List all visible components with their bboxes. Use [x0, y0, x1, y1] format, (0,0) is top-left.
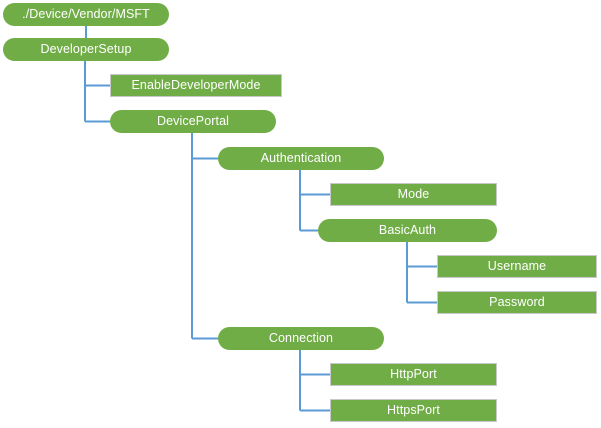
tree-node-label: Authentication — [260, 151, 342, 166]
tree-node-label: ./Device/Vendor/MSFT — [22, 7, 150, 22]
tree-node-authentication[interactable]: Authentication — [218, 147, 384, 170]
tree-node-label: HttpsPort — [387, 403, 440, 418]
tree-node-label: DeveloperSetup — [40, 42, 132, 57]
tree-node-deviceportal[interactable]: DevicePortal — [110, 110, 276, 133]
tree-node-password[interactable]: Password — [437, 291, 597, 314]
tree-node-mode[interactable]: Mode — [330, 183, 497, 206]
tree-node-developersetup[interactable]: DeveloperSetup — [3, 38, 169, 61]
tree-node-connection[interactable]: Connection — [218, 327, 384, 350]
tree-node-label: BasicAuth — [378, 223, 437, 238]
tree-node-httpsport[interactable]: HttpsPort — [330, 399, 497, 422]
tree-node-label: EnableDeveloperMode — [131, 78, 261, 93]
tree-node-label: HttpPort — [390, 367, 437, 382]
tree-node-label: Password — [489, 295, 545, 310]
tree-node-enabledevelopermode[interactable]: EnableDeveloperMode — [110, 74, 282, 97]
tree-node-httpport[interactable]: HttpPort — [330, 363, 497, 386]
tree-node-username[interactable]: Username — [437, 255, 597, 278]
tree-node-label: Connection — [268, 331, 334, 346]
tree-node-root[interactable]: ./Device/Vendor/MSFT — [3, 3, 169, 26]
tree-node-basicauth[interactable]: BasicAuth — [318, 219, 497, 242]
tree-node-label: DevicePortal — [156, 114, 230, 129]
tree-node-label: Mode — [397, 187, 430, 202]
tree-node-label: Username — [487, 259, 547, 274]
